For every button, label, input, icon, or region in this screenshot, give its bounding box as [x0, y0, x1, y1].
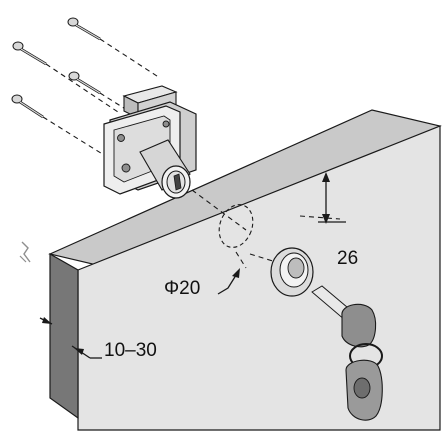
dimension-height-label: 26: [337, 248, 358, 269]
screw: [11, 94, 44, 119]
screw: [67, 17, 101, 41]
trim-ring: [270, 247, 314, 297]
drilled-hole: [218, 204, 254, 248]
axis-guide-lines: [191, 189, 341, 269]
dimension-diameter-label: Φ20: [164, 278, 200, 299]
screw: [12, 41, 47, 66]
screws: [11, 17, 101, 119]
dimension-height: 26: [318, 172, 358, 269]
dimension-thickness-label: 10–30: [104, 340, 157, 361]
lock-body: [103, 85, 197, 199]
key-head: [341, 303, 377, 348]
keyway: [173, 173, 182, 191]
panel-edge-face: [49, 252, 79, 420]
dimension-thickness: 10–30: [39, 317, 157, 361]
screw: [68, 71, 101, 95]
small-spring-symbol: [19, 241, 31, 263]
dimension-diameter: Φ20: [164, 268, 240, 299]
keys: [311, 285, 383, 421]
